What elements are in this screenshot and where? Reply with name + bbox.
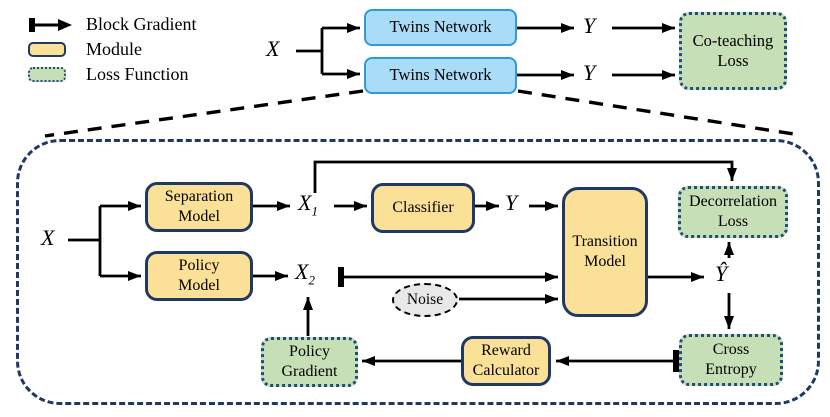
co-teaching-loss-box: Co-teaching Loss [679,12,787,90]
legend: Block Gradient Module Loss Function [28,12,196,87]
legend-item-loss-function: Loss Function [28,62,196,87]
detail-y-label: Y [505,190,518,215]
overview-y-top-label: Y [583,13,596,38]
noise-node: Noise [392,283,458,317]
y-hat-label: Ŷ [715,261,728,286]
block-gradient-icon [28,16,74,34]
overview-y-bottom-label: Y [583,60,596,85]
twins-network-box-top: Twins Network [364,9,517,46]
zoom-dashed-left [44,89,364,138]
loss-function-swatch-icon [28,67,74,82]
x2-label: X2 [295,259,315,288]
cross-entropy-box: Cross Entropy [679,334,783,386]
reward-calculator-box: Reward Calculator [461,336,551,386]
policy-model-box: Policy Model [145,251,253,301]
separation-model-box: Separation Model [145,182,253,232]
x1-label: X1 [298,190,318,219]
decorrelation-loss-box: Decorrelation Loss [678,186,788,238]
detail-input-x-label: X [41,225,55,250]
detail-container-box [16,139,820,405]
transition-model-box: Transition Model [562,187,648,317]
module-swatch-icon [28,42,74,57]
policy-gradient-box: Policy Gradient [261,337,358,387]
overview-input-x-label: X [266,36,280,61]
zoom-dashed-right [517,89,801,137]
legend-item-block-gradient: Block Gradient [28,12,196,37]
legend-item-module: Module [28,37,196,62]
legend-label-loss-function: Loss Function [86,64,189,84]
classifier-box: Classifier [371,183,475,233]
legend-label-block-gradient: Block Gradient [86,14,197,34]
legend-label-module: Module [86,39,142,59]
twins-network-box-bottom: Twins Network [364,57,517,94]
